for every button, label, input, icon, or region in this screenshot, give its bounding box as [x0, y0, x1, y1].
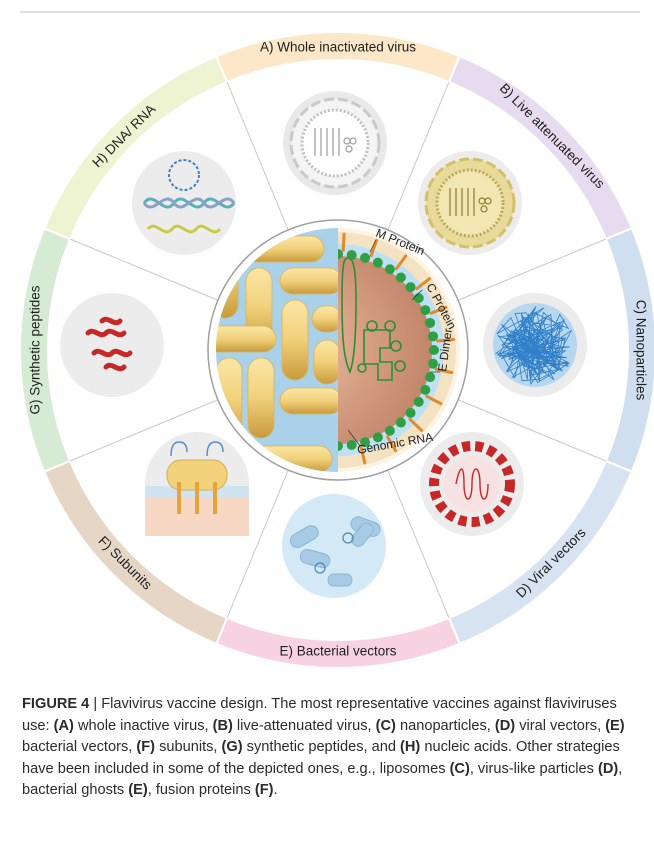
synthetic-peptide-illustration [60, 293, 164, 397]
caption-text: nanoparticles, [395, 717, 495, 734]
capsid-beads [338, 249, 439, 451]
viral-vector-illustration [420, 432, 524, 536]
caption-text: . [273, 782, 278, 798]
capsid-bead [425, 372, 436, 383]
capsid-bead [395, 417, 406, 428]
figure-tag: FIGURE 4 [22, 696, 90, 712]
panel-reference: (E) [605, 717, 625, 734]
capsid-bead [360, 437, 371, 448]
capsid-bead [425, 317, 436, 328]
live-attenuated-virus-illustration [418, 151, 522, 255]
capsid-bead [360, 252, 371, 263]
segment-divider [69, 238, 219, 301]
segment-dividers [69, 81, 607, 619]
capsid-bead [338, 249, 343, 259]
caption-text: , virus-like particles [469, 760, 598, 777]
segment-label-a: A) Whole inactivated virus [260, 40, 416, 55]
segment-divider [387, 81, 450, 231]
capsid-bead [395, 272, 406, 283]
panel-reference: (C) [449, 760, 470, 777]
core-leaders [347, 239, 440, 447]
capsid-bead [420, 305, 431, 316]
genome-strands [341, 257, 406, 381]
spike [359, 445, 367, 465]
capsid-bead [384, 425, 395, 436]
caption-text: viral vectors, [515, 717, 606, 734]
core-right-section [338, 228, 460, 472]
segment-label-g: G) Synthetic peptides [28, 285, 43, 414]
capsid-bead [346, 440, 357, 451]
spike [415, 277, 432, 291]
capsid-bead [372, 257, 383, 268]
dna-rna-illustration [132, 151, 236, 255]
spike [408, 417, 424, 432]
caption-text: Flavivirus vaccine design. The most repr… [22, 696, 617, 734]
segment-label-c: C) Nanoparticles [633, 300, 648, 401]
capsid-bead [413, 396, 424, 407]
panel-reference: (D) [597, 760, 619, 777]
capsid-bead [405, 407, 416, 418]
panel-reference: (F) [254, 782, 274, 798]
capsid-bead [420, 384, 431, 395]
caption-text: , bacterial ghosts [22, 760, 623, 799]
spike [394, 254, 408, 271]
caption-text: live-attenuated virus, [232, 717, 376, 734]
spike [425, 394, 443, 406]
capsid-bead [384, 264, 395, 275]
capsid-bead [428, 331, 439, 342]
panel-reference: (A) [53, 717, 74, 734]
caption-separator: | [89, 696, 102, 712]
spike [436, 338, 456, 343]
panel-reference: (G) [221, 739, 243, 755]
caption-text: synthetic peptides, and [242, 739, 401, 755]
panel-reference: (C) [375, 717, 396, 734]
panel-reference: (B) [212, 717, 233, 734]
panel-reference: (D) [494, 717, 516, 734]
nanoparticle-illustration [483, 293, 587, 397]
spike [341, 232, 346, 252]
panel-reference: (F) [136, 739, 156, 755]
capsid-bead [405, 282, 416, 293]
spike [434, 367, 454, 374]
capsid-bead [413, 293, 424, 304]
segment-divider [457, 399, 607, 462]
spike [386, 435, 398, 453]
nanoparticle-mesh [494, 306, 572, 385]
segment-divider [387, 469, 450, 619]
caption-text: subunits, [155, 739, 222, 755]
segment-divider [226, 81, 289, 231]
segment-divider [226, 469, 289, 619]
bacterial-vector-illustration [282, 494, 386, 598]
core-virion [216, 228, 460, 472]
e-protein-spikes [341, 232, 456, 465]
capsid-bead [372, 432, 383, 443]
capsid-bead [429, 345, 439, 355]
caption-text: bacterial vectors, [22, 739, 137, 755]
segment-divider [457, 238, 607, 301]
segment-label-e: E) Bacterial vectors [279, 644, 396, 659]
panel-reference: (H) [400, 739, 421, 755]
figure-caption: FIGURE 4 | Flavivirus vaccine design. Th… [22, 694, 642, 802]
subunit-illustration [145, 432, 249, 536]
caption-text: , fusion proteins [147, 782, 255, 798]
spike [429, 305, 448, 315]
spike [369, 239, 378, 258]
segment-divider [69, 399, 219, 462]
panel-reference: (E) [128, 782, 148, 798]
caption-text: whole inactive virus, [73, 717, 213, 734]
caption-text: nucleic acids. Other strategies have bee… [22, 739, 620, 777]
capsid-bead [428, 358, 439, 369]
e-dimer-label: E Dimer [435, 328, 455, 373]
capsid-bead [338, 441, 343, 451]
whole-inactivated-virus-illustration [283, 91, 387, 195]
